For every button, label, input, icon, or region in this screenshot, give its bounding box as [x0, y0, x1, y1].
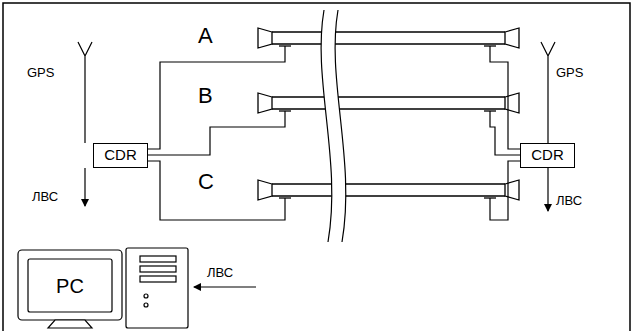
pipe-part: [258, 180, 272, 200]
frame: [3, 3, 630, 331]
pipe-part: [272, 183, 505, 184]
pipe-part: [272, 96, 505, 97]
node-text: PC: [56, 275, 84, 297]
cdr-box: CDR: [520, 143, 575, 168]
wires: [148, 46, 520, 220]
node-text: CDR: [104, 147, 137, 164]
node-text: CDR: [531, 147, 564, 164]
lan-label: ЛВС: [32, 190, 58, 204]
pipe-part: [272, 43, 505, 44]
gps-antenna: [78, 42, 555, 143]
break-line: [321, 10, 332, 242]
lan-label: ЛВС: [556, 194, 582, 208]
pipe-part: [505, 180, 519, 200]
pipe-part: [258, 93, 272, 113]
monitor-screen: PC: [29, 260, 111, 311]
pipe-part: [272, 195, 505, 196]
pipe-part: [258, 28, 272, 48]
pipe-part: [505, 28, 519, 48]
gps-label: GPS: [556, 66, 583, 80]
pipe-letter: C: [198, 170, 214, 194]
break-gap: [321, 10, 346, 242]
lan-label: ЛВС: [207, 266, 233, 280]
pipes: [258, 28, 519, 200]
cdr-box: CDR: [93, 143, 148, 168]
pipe-part: [272, 108, 505, 109]
gps-label: GPS: [27, 66, 54, 80]
break-line: [335, 10, 346, 242]
pipe-part: [272, 31, 505, 32]
pipe-part: [505, 93, 519, 113]
pipe-letter: B: [198, 84, 213, 108]
computer: [18, 248, 188, 328]
lan-arrow: [85, 168, 548, 287]
pipe-letter: A: [198, 24, 213, 48]
